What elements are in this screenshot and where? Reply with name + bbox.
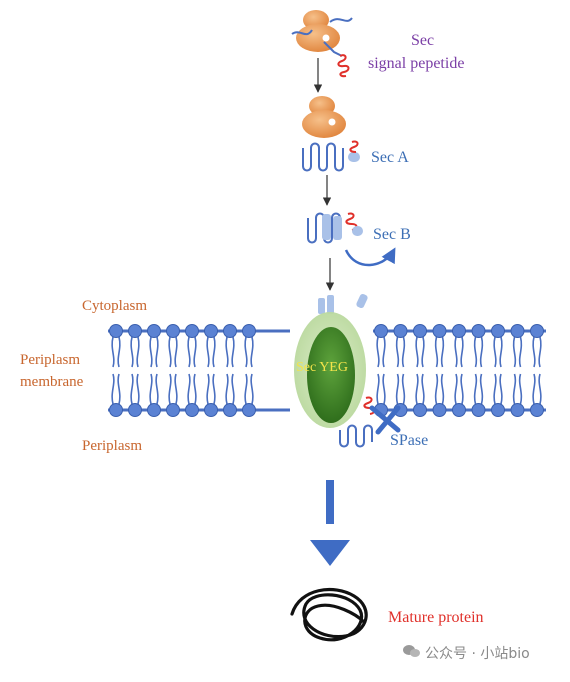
periplasm-membrane-label-2: membrane [20, 374, 84, 390]
signal-peptide-helix-1 [337, 54, 350, 78]
lipid-head [147, 324, 161, 338]
lipid-head [109, 403, 123, 417]
lipid-pair [147, 324, 161, 417]
lipid-head [530, 324, 544, 338]
lipid-pair [166, 324, 180, 417]
signal-peptide-label: signal pepetide [368, 55, 465, 72]
mature-protein-label: Mature protein [388, 609, 484, 626]
lipid-head [147, 403, 161, 417]
lipid-head [374, 324, 388, 338]
lipid-head [452, 403, 466, 417]
lipid-head [185, 403, 199, 417]
lipid-head [204, 403, 218, 417]
periplasm-label: Periplasm [82, 438, 142, 454]
sec-a-protein [302, 140, 360, 172]
watermark-text: 公众号 · 小站bio [425, 646, 530, 662]
sec-b-protein [307, 212, 363, 244]
lipid-head [413, 324, 427, 338]
lipid-head [242, 403, 256, 417]
spase-label: SPase [390, 432, 429, 449]
cytoplasm-label: Cytoplasm [82, 298, 148, 314]
lipid-pair [374, 324, 388, 417]
sec-label: Sec [411, 32, 435, 49]
lipid-head [530, 403, 544, 417]
sec-yeg-channel [294, 293, 368, 428]
lipid-head [223, 403, 237, 417]
mature-protein-coil [290, 588, 368, 642]
lipid-pair [128, 324, 142, 417]
lipid-pair [242, 324, 256, 417]
lipid-head [109, 324, 123, 338]
sec-b-release-arrow [344, 247, 396, 267]
lipid-head [432, 324, 447, 338]
lipid-head [491, 403, 505, 417]
wechat-icon [403, 645, 420, 657]
sec-yeg-label: Sec YEG [296, 360, 348, 375]
periplasm-membrane-label-1: Periplasm [20, 352, 80, 368]
lipid-head [413, 403, 427, 417]
lipid-head [242, 324, 256, 338]
lipid-bilayer [108, 324, 546, 417]
lipid-head [510, 403, 525, 417]
lipid-head [223, 324, 237, 338]
lipid-pair [452, 324, 466, 417]
lipid-pair [413, 324, 427, 417]
lipid-pair [204, 324, 218, 417]
lipid-pair [471, 324, 486, 417]
lipid-head [471, 403, 486, 417]
lipid-head [185, 324, 199, 338]
lipid-pair [393, 324, 408, 417]
lipid-head [128, 324, 142, 338]
lipid-head [166, 403, 180, 417]
lipid-head [471, 324, 486, 338]
lipid-pair [491, 324, 505, 417]
ribosome-2 [302, 96, 346, 138]
lipid-pair [109, 324, 123, 417]
sec-b-label: Sec B [373, 226, 411, 243]
lipid-head [491, 324, 505, 338]
lipid-pair [185, 324, 199, 417]
export-arrow [310, 480, 350, 566]
lipid-head [510, 324, 525, 338]
lipid-pair [510, 324, 525, 417]
lipid-pair [432, 324, 447, 417]
ribosome-1 [291, 10, 353, 57]
lipid-head [452, 324, 466, 338]
lipid-head [393, 324, 408, 338]
lipid-head [204, 324, 218, 338]
spase-complex [339, 396, 401, 448]
sec-a-label: Sec A [371, 149, 409, 166]
lipid-head [166, 324, 180, 338]
lipid-head [128, 403, 142, 417]
lipid-head [432, 403, 447, 417]
lipid-pair [223, 324, 237, 417]
lipid-pair [530, 324, 544, 417]
